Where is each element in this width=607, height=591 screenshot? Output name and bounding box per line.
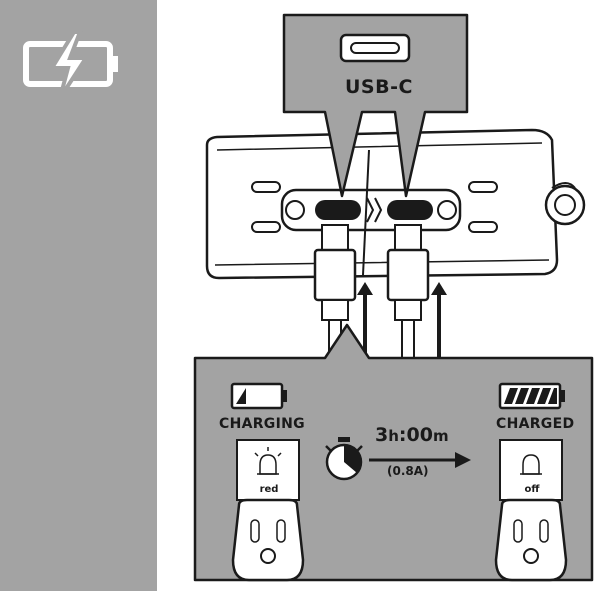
charge-time-minutes: :00 [398, 424, 433, 446]
battery-charging-icon [23, 30, 118, 100]
usb-c-callout [282, 13, 469, 198]
flow-arrows [357, 282, 447, 360]
stopwatch-icon [325, 437, 363, 481]
arrow-right-icon [369, 452, 471, 468]
charge-time-hours-unit: h [388, 427, 399, 445]
charging-diagram: USB-C CHARGING CHARGED 3h:00m (0.8A) red… [157, 0, 607, 591]
charged-state-label: CHARGED [496, 416, 575, 432]
led-status-charged: off [524, 484, 540, 495]
battery-full-icon [498, 382, 565, 410]
device-body [205, 128, 586, 280]
device-charged [494, 439, 568, 582]
charge-current: (0.8A) [387, 464, 429, 478]
sidebar [0, 0, 157, 591]
charge-time-minutes-unit: m [432, 427, 449, 445]
charging-state-label: CHARGING [219, 416, 305, 432]
usb-c-cables [313, 224, 430, 360]
battery-empty-icon [230, 382, 287, 410]
charge-time: 3h:00m [375, 424, 449, 446]
charge-time-hours: 3 [375, 424, 389, 446]
led-status-charging: red [259, 484, 279, 495]
led-indicator-icon [254, 447, 282, 475]
port-label: USB-C [345, 76, 413, 98]
